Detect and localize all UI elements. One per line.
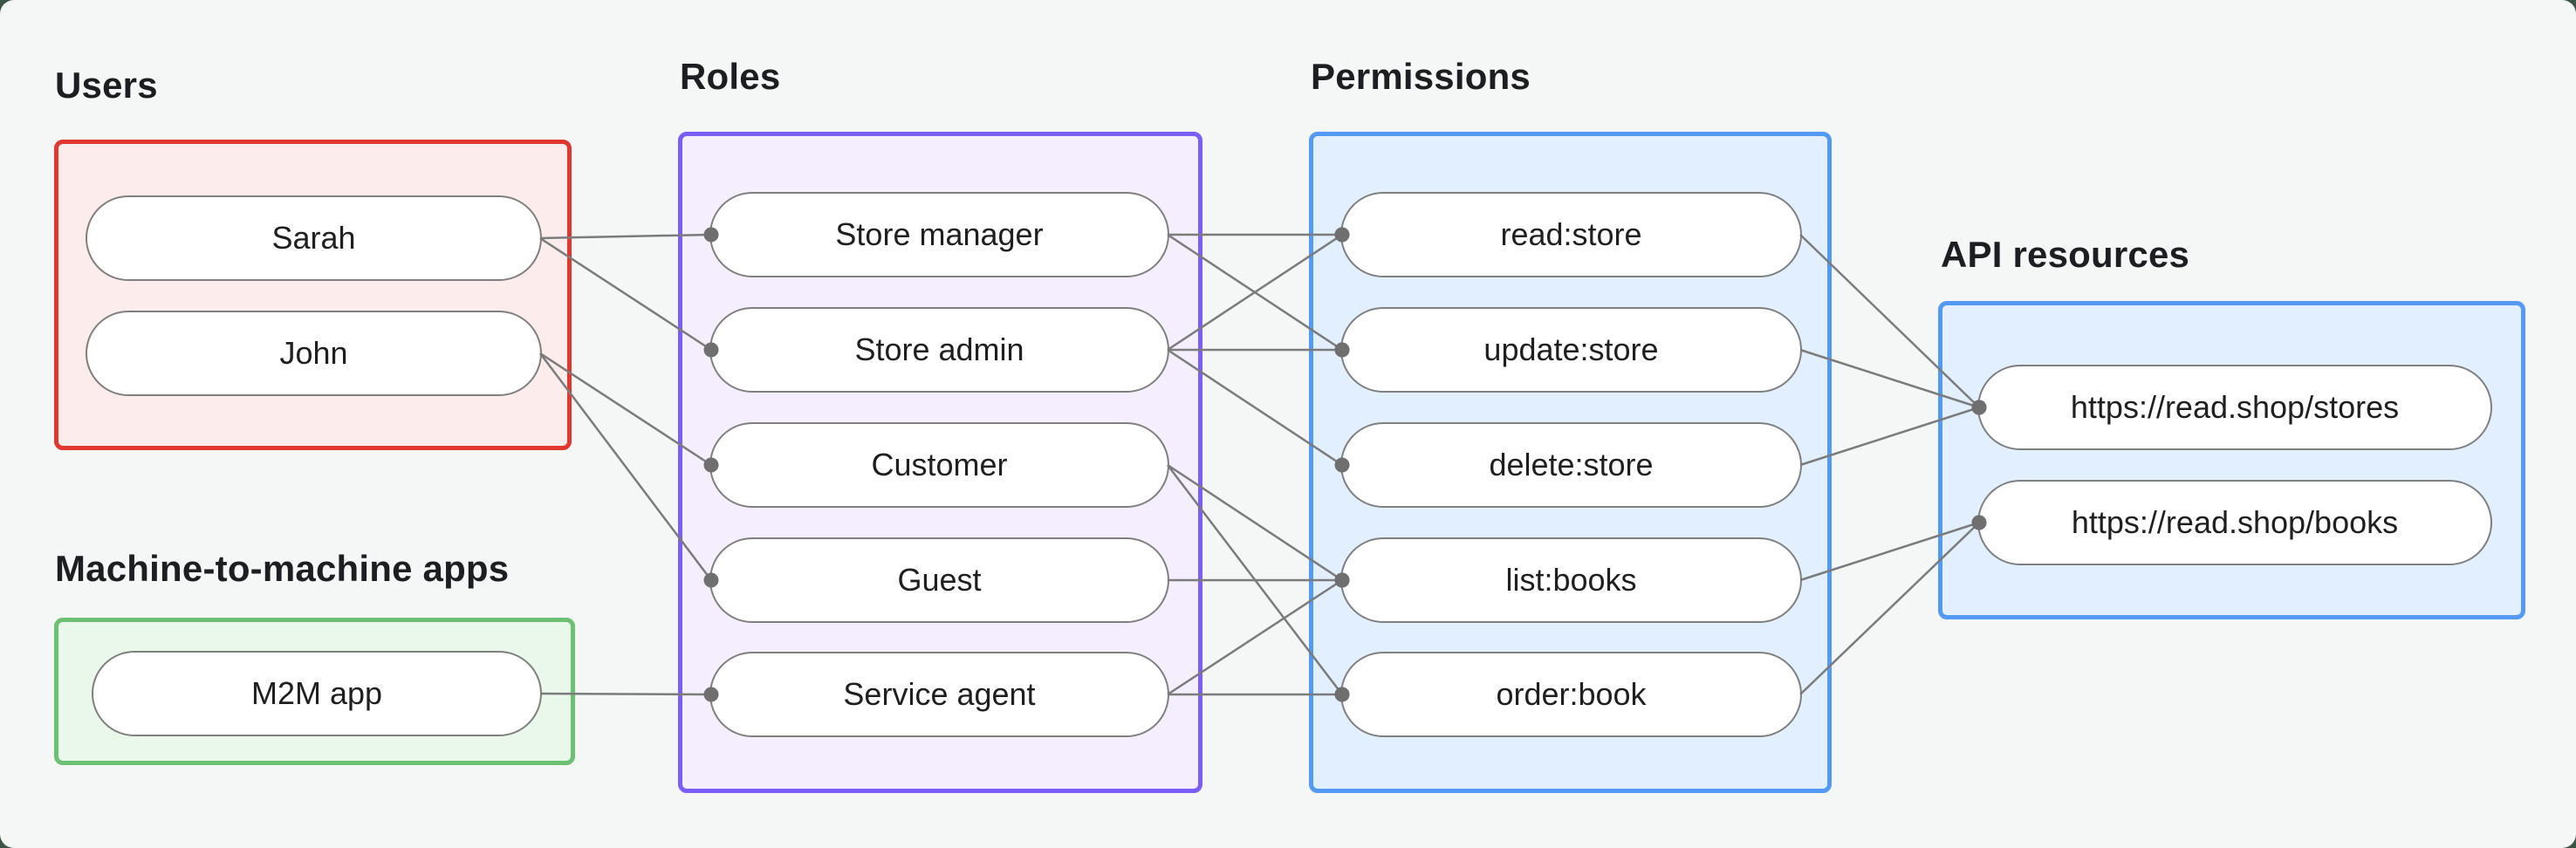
api-resources-group-label: API resources xyxy=(1941,234,2190,275)
node-permission-delete-store: delete:store xyxy=(1340,422,1802,508)
node-api-resource-stores: https://read.shop/stores xyxy=(1977,365,2492,450)
roles-group-label: Roles xyxy=(680,56,781,97)
node-permission-list-books: list:books xyxy=(1340,537,1802,623)
users-group-label: Users xyxy=(55,65,158,106)
users-group-box xyxy=(54,140,572,450)
node-role-guest: Guest xyxy=(709,537,1169,623)
node-permission-read-store: read:store xyxy=(1340,192,1802,277)
node-user-john: John xyxy=(86,311,542,396)
node-role-store-admin: Store admin xyxy=(709,307,1169,393)
api-resources-group-box xyxy=(1938,301,2525,619)
node-m2m-app: M2M app xyxy=(92,651,542,736)
node-permission-update-store: update:store xyxy=(1340,307,1802,393)
m2m-group-label: Machine-to-machine apps xyxy=(55,548,510,589)
node-user-sarah: Sarah xyxy=(86,195,542,281)
node-role-store-manager: Store manager xyxy=(709,192,1169,277)
node-role-service-agent: Service agent xyxy=(709,652,1169,737)
permissions-group-label: Permissions xyxy=(1311,56,1531,97)
node-role-customer: Customer xyxy=(709,422,1169,508)
node-api-resource-books: https://read.shop/books xyxy=(1977,480,2492,565)
node-permission-order-book: order:book xyxy=(1340,652,1802,737)
